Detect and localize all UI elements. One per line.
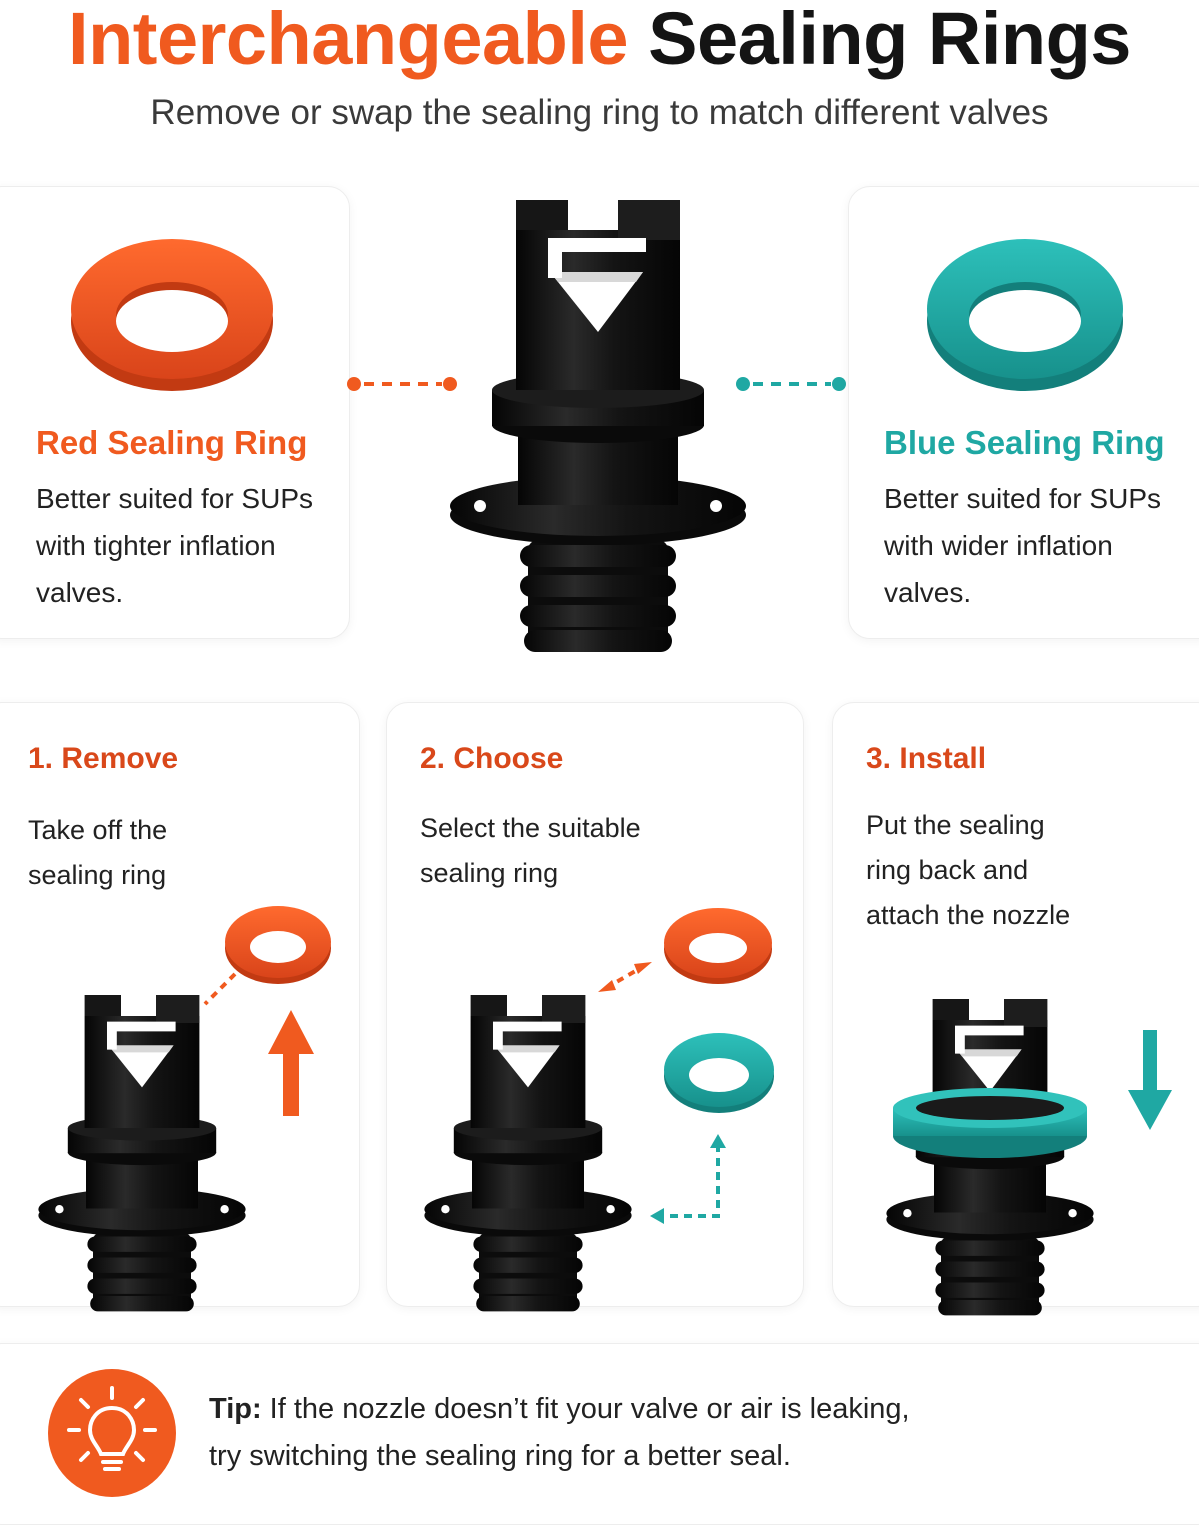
- tip-banner: [0, 1343, 1199, 1525]
- step-choose-red-ring: [664, 908, 772, 984]
- blue-ring-description: Better suited for SUPs with wider inflat…: [884, 483, 1162, 608]
- step-choose-blue-ring: [664, 1033, 774, 1113]
- blue-connector-line: [736, 377, 846, 391]
- title-rest: Sealing Rings: [648, 0, 1131, 80]
- nozzle-main-image: [450, 200, 746, 652]
- red-ring-image: [71, 239, 273, 391]
- arrow-up-icon: [268, 1010, 314, 1116]
- step-choose-red-arrow: [598, 962, 652, 992]
- step-choose-nozzle-image: [424, 995, 632, 1312]
- step-choose-teal-arrow: [650, 1134, 726, 1224]
- step-remove-title: 1. Remove: [28, 742, 179, 775]
- step-install-text: Put the sealing ring back and attach the…: [866, 810, 1071, 930]
- step-choose-title: 2. Choose: [420, 742, 564, 775]
- arrow-down-icon: [1128, 1030, 1172, 1130]
- tip-label: Tip:: [209, 1393, 262, 1425]
- page-title: Interchangeable Sealing Rings: [0, 2, 1199, 76]
- red-ring-description: Better suited for SUPs with tighter infl…: [36, 483, 314, 608]
- blue-ring-image: [927, 239, 1123, 391]
- step-install-nozzle-image: [886, 999, 1094, 1316]
- blue-ring-title: Blue Sealing Ring: [884, 424, 1165, 461]
- red-connector-line: [347, 377, 457, 391]
- tip-text: Tip: If the nozzle doesn’t fit your valv…: [209, 1393, 910, 1472]
- title-accent: Interchangeable: [68, 0, 629, 80]
- step-remove-text: Take off the sealing ring: [28, 815, 168, 890]
- page-subtitle: Remove or swap the sealing ring to match…: [150, 93, 1049, 132]
- step-remove-nozzle-image: [38, 995, 246, 1312]
- red-ring-title: Red Sealing Ring: [36, 424, 308, 461]
- step-choose-text: Select the suitable sealing ring: [420, 813, 641, 888]
- lightbulb-icon: [48, 1369, 176, 1497]
- step-install-title: 3. Install: [866, 742, 987, 775]
- step-remove-red-ring: [225, 906, 331, 984]
